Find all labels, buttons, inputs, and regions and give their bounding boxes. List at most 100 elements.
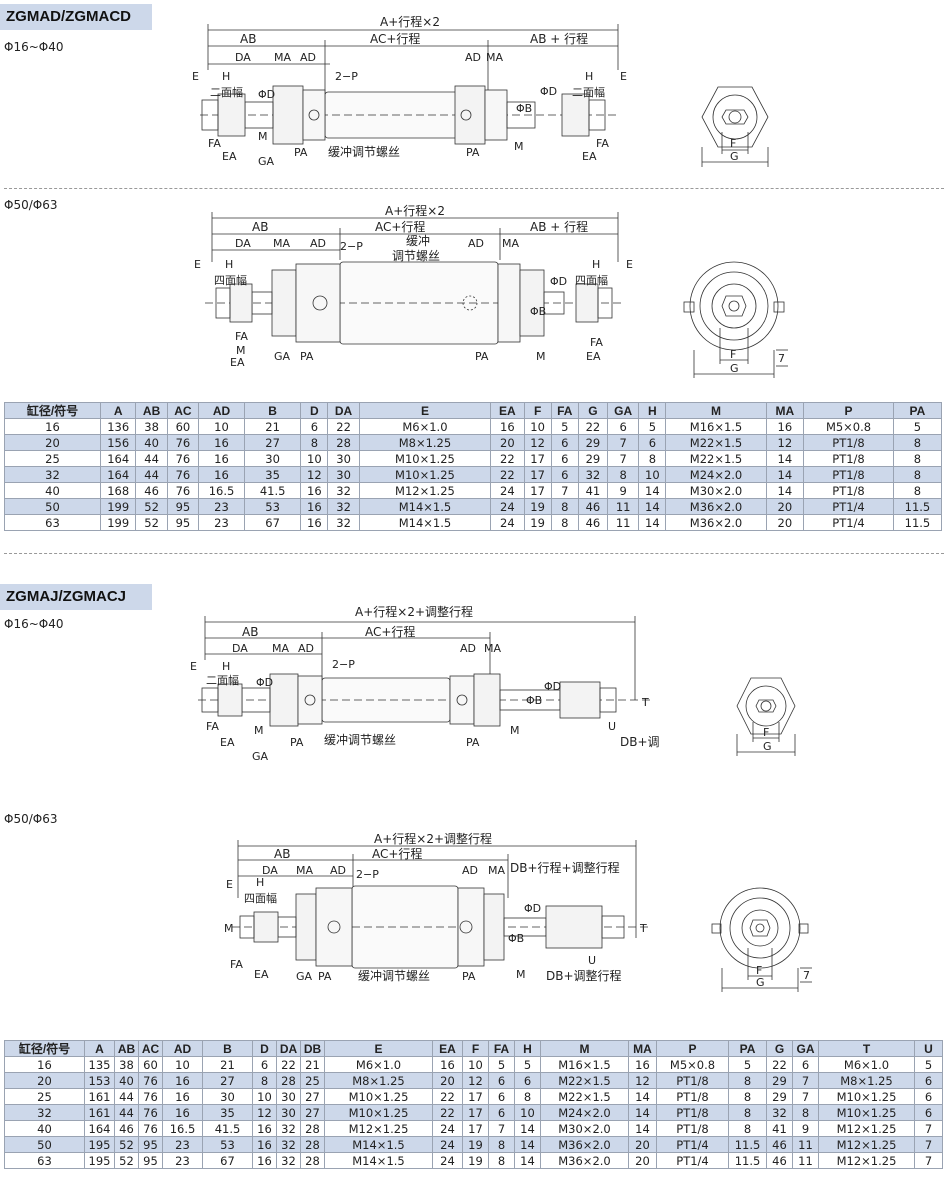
table-cell: 5 [728, 1056, 767, 1073]
table-cell: 32 [327, 498, 360, 515]
table-header-cell: MA [765, 402, 805, 419]
label-ea-left: EA [222, 150, 237, 163]
table-cell: 5 [550, 418, 579, 435]
table-cell: 46 [577, 498, 609, 515]
label-e-left: E [194, 258, 201, 271]
label-2p: 2−P [356, 868, 379, 881]
label-m-left: M [258, 130, 268, 143]
table-cell: 14 [514, 1120, 541, 1137]
dim-ac: AC+行程 [375, 219, 425, 234]
label-d-left: ΦD [258, 88, 275, 101]
table-cell: 76 [138, 1104, 163, 1121]
label-h-left: H [222, 70, 230, 83]
label-ea-left: EA [230, 356, 245, 369]
label-pa-right: PA [466, 146, 480, 159]
table-cell: PT1/8 [803, 450, 894, 467]
label-b: ΦB [526, 694, 542, 707]
table-cell: 16 [162, 1104, 203, 1121]
table-cell: 50 [4, 1136, 85, 1153]
table-cell: 60 [166, 418, 200, 435]
table-cell: 76 [166, 450, 200, 467]
table-cell: 44 [135, 466, 168, 483]
table-cell: 52 [114, 1152, 139, 1169]
table-cell: 8 [488, 1136, 515, 1153]
label-2p: 2−P [332, 658, 355, 671]
table-cell: PT1/8 [803, 434, 894, 451]
label-ad: AD [300, 51, 316, 64]
dim-total: A+行程×2+调整行程 [355, 604, 473, 619]
label-fa: FA [230, 958, 243, 971]
label-ma: MA [272, 642, 289, 655]
table-cell: 14 [765, 450, 805, 467]
table-cell: M22×1.5 [540, 1088, 629, 1105]
table-cell: 29 [766, 1072, 793, 1089]
label-db: DB+调整行程 [546, 968, 622, 983]
label-pa-left: PA [318, 970, 332, 983]
table-cell: 11.5 [728, 1152, 767, 1169]
label-ma-right: MA [484, 642, 501, 655]
label-e-left: E [192, 70, 199, 83]
table-cell: 20 [765, 514, 805, 531]
table-cell: 11 [792, 1136, 819, 1153]
table-cell: 5 [488, 1056, 515, 1073]
dim-ab: AB [274, 847, 290, 861]
table-cell: 10 [252, 1088, 277, 1105]
table-header-cell: U [914, 1040, 943, 1057]
table-cell: M12×1.25 [324, 1120, 433, 1137]
table-cell: 95 [138, 1136, 163, 1153]
table-cell: 199 [99, 514, 137, 531]
table-header-cell: E [324, 1040, 433, 1057]
table-cell: 30 [327, 450, 360, 467]
label-h-right: H [585, 70, 593, 83]
label-cushion-1: 缓冲 [406, 233, 430, 248]
table-cell: 8 [550, 498, 579, 515]
table-cell: M36×2.0 [665, 514, 767, 531]
table-cell: 16 [765, 418, 805, 435]
table-cell: 153 [84, 1072, 115, 1089]
table-cell: 7 [550, 482, 579, 499]
table-cell: 44 [135, 450, 168, 467]
label-pa-right: PA [475, 350, 489, 363]
table-cell: 95 [166, 498, 200, 515]
table-cell: 16 [490, 418, 525, 435]
table-header-cell: AD [198, 402, 245, 419]
table-cell: 24 [490, 514, 525, 531]
table-header-cell: M [665, 402, 767, 419]
label-d: ΦD [524, 902, 541, 915]
label-f: F [763, 726, 769, 739]
table-cell: 6 [914, 1104, 943, 1121]
table-cell: 30 [243, 450, 302, 467]
table-cell: 35 [202, 1104, 253, 1121]
table-cell: 5 [914, 1056, 943, 1073]
table-cell: M6×1.0 [358, 418, 492, 435]
table-cell: 40 [135, 434, 168, 451]
table-cell: 8 [892, 482, 943, 499]
label-da: DA [235, 51, 251, 64]
dim-total: A+行程×2 [385, 203, 445, 218]
table-cell: 8 [728, 1072, 767, 1089]
table-cell: 16.5 [162, 1120, 203, 1137]
table-cell: 28 [300, 1120, 325, 1137]
table-cell: 161 [84, 1104, 115, 1121]
label-ad-right: AD [465, 51, 481, 64]
label-u: U [588, 954, 596, 967]
table-cell: 32 [4, 466, 101, 483]
table-cell: M14×1.5 [324, 1152, 433, 1169]
label-ea: EA [254, 968, 269, 981]
table-cell: M22×1.5 [665, 434, 767, 451]
label-flats-right: 二面幅 [572, 86, 605, 99]
table-header-cell: AB [135, 402, 168, 419]
table-cell: M8×1.25 [358, 434, 492, 451]
table-cell: 6 [488, 1104, 515, 1121]
dim-ac: AC+行程 [372, 846, 422, 861]
label-ad-right: AD [460, 642, 476, 655]
table-cell: 7 [488, 1120, 515, 1137]
table-cell: 25 [4, 1088, 85, 1105]
table-cell: 38 [114, 1056, 139, 1073]
separator [4, 553, 944, 554]
table-cell: 16 [300, 498, 329, 515]
label-d-left: ΦD [256, 676, 273, 689]
table-cell: M14×1.5 [324, 1136, 433, 1153]
